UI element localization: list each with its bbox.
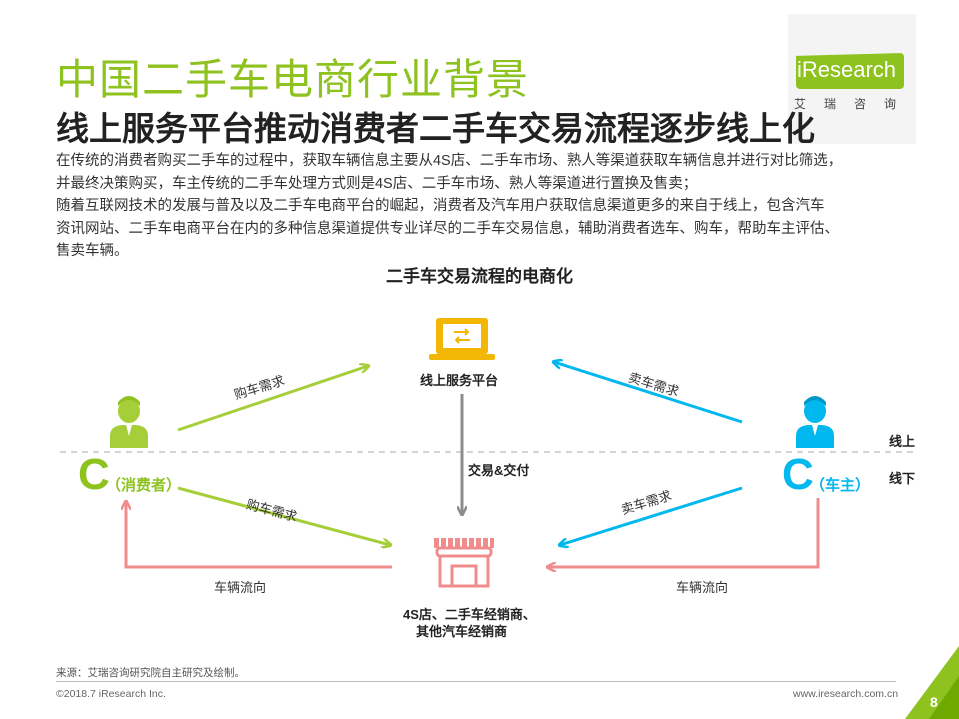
page-number: 8 [930, 694, 938, 710]
copyright: ©2018.7 iResearch Inc. [56, 688, 166, 700]
intro-paragraph: 在传统的消费者购买二手车的过程中，获取车辆信息主要从4S店、二手车市场、熟人等渠… [56, 150, 936, 263]
page-title: 中国二手车电商行业背景 [56, 56, 530, 103]
sell-demand-offline-arrow [560, 486, 743, 545]
laptop-icon [429, 318, 495, 360]
vehicle-flow-right-label: 车辆流向 [676, 580, 729, 595]
owner-person-icon [796, 396, 834, 448]
intro-line: 并最终决策购买，车主传统的二手车处理方式则是4S店、二手车市场、熟人等渠道进行置… [56, 175, 698, 192]
owner-role-label: （车主） [810, 477, 871, 494]
consumer-letter: C [78, 450, 110, 499]
logo-brand: iResearch [797, 57, 897, 82]
vehicle-flow-left-arrow [126, 502, 392, 569]
intro-line: 随着互联网技术的发展与普及以及二手车电商平台的崛起，消费者及汽车用户获取信息渠道… [56, 198, 825, 214]
diagram-title: 二手车交易流程的电商化 [386, 267, 573, 286]
dealers-label-line1: 4S店、二手车经销商、 [403, 607, 536, 622]
logo-badge [796, 53, 904, 89]
buy-demand-online-arrow [177, 366, 368, 432]
trade-delivery-label: 交易&交付 [468, 463, 530, 478]
footer-divider [56, 681, 896, 682]
footer-url: www.iresearch.com.cn [793, 688, 899, 700]
intro-line: 资讯网站、二手车电商平台在内的多种信息渠道提供专业详尽的二手车交易信息，辅助消费… [56, 220, 839, 237]
source-note: 来源：艾瑞咨询研究院自主研究及绘制。 [56, 667, 245, 679]
consumer-person-icon [110, 396, 148, 448]
online-label: 线上 [889, 434, 916, 449]
page-subtitle: 线上服务平台推动消费者二手车交易流程逐步线上化 [56, 110, 815, 147]
consumer-role-label: （消费者） [106, 477, 182, 494]
intro-line: 在传统的消费者购买二手车的过程中，获取车辆信息主要从4S店、二手车市场、熟人等渠… [56, 153, 843, 169]
intro-line: 售卖车辆。 [56, 243, 129, 259]
store-icon [434, 538, 494, 588]
logo-cn: 艾瑞咨询 [794, 97, 915, 111]
buy-demand-offline-arrow [177, 486, 390, 545]
corner-decoration [905, 646, 959, 719]
sell-demand-online-arrow [554, 362, 743, 424]
platform-label: 线上服务平台 [420, 373, 499, 388]
vehicle-flow-left-label: 车辆流向 [214, 580, 267, 595]
offline-label: 线下 [889, 471, 916, 486]
dealers-label-line2: 其他汽车经销商 [416, 624, 508, 639]
owner-letter: C [782, 450, 814, 499]
vehicle-flow-right-arrow [548, 498, 820, 567]
